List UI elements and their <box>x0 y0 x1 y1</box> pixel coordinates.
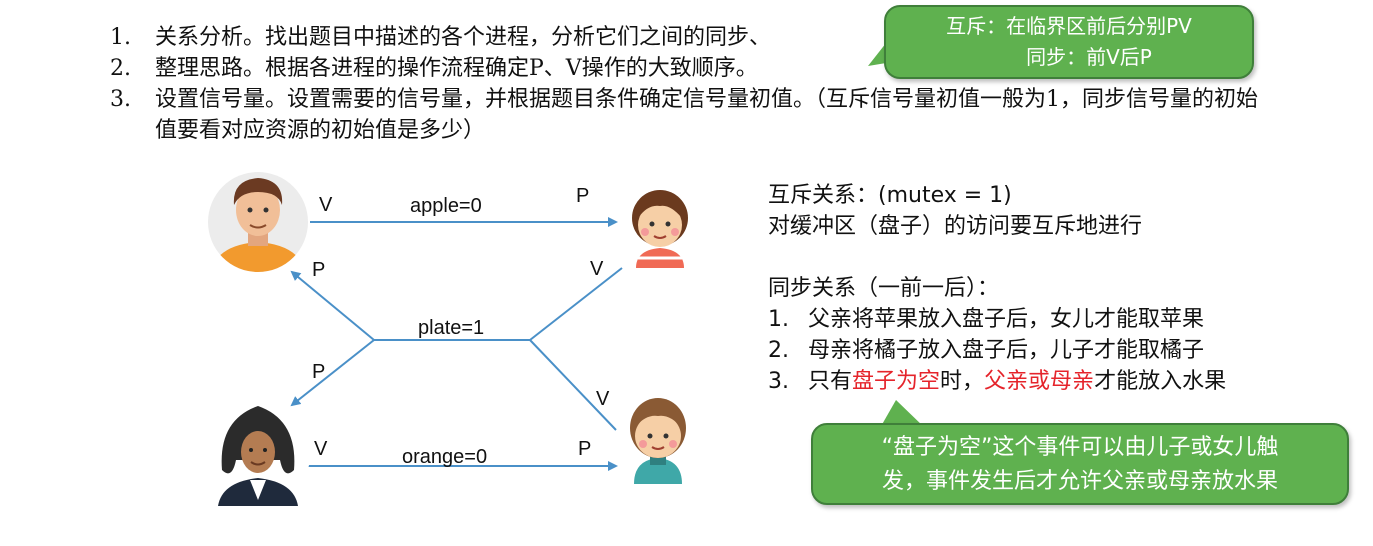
text-span: 时， <box>940 369 985 394</box>
step-3: 3. 设置信号量。设置需要的信号量，并根据题目条件确定信号量初值。（互斥信号量初… <box>110 84 1270 146</box>
step-number: 2. <box>110 56 131 81</box>
step-text: 关系分析。找出题目中描述的各个进程，分析它们之间的同步、 <box>155 25 772 50</box>
son-plate-op: V <box>596 388 610 410</box>
sync-item-text: 母亲将橘子放入盘子后，儿子才能取橘子 <box>808 338 1205 363</box>
step-1: 1. 关系分析。找出题目中描述的各个进程，分析它们之间的同步、 <box>110 22 1270 53</box>
sync-item-number: 1. <box>768 307 789 332</box>
sync-item-text: 父亲将苹果放入盘子后，女儿才能取苹果 <box>808 307 1205 332</box>
callout-tail <box>880 400 925 428</box>
mutex-desc: 对缓冲区（盘子）的访问要互斥地进行 <box>768 214 1143 239</box>
callout-line: 互斥：在临界区前后分别PV <box>946 14 1192 38</box>
father-apple-op: V <box>319 194 333 216</box>
callout-line: “盘子为空”这个事件可以由儿子或女儿触 <box>881 435 1279 460</box>
son-to-plate-line <box>529 339 617 431</box>
steps-list: 1. 关系分析。找出题目中描述的各个进程，分析它们之间的同步、 2. 整理思路。… <box>110 22 1270 146</box>
sync-item: 2. 母亲将橘子放入盘子后，儿子才能取橘子 <box>768 335 1226 366</box>
highlight-plate-empty: 盘子为空 <box>852 369 941 394</box>
text-span: 才能放入水果 <box>1094 369 1227 394</box>
son-orange-op: P <box>578 438 591 460</box>
plate-label: plate=1 <box>418 317 484 339</box>
son-avatar <box>630 398 686 484</box>
text-span: 只有 <box>808 369 853 394</box>
father-plate-op: P <box>312 259 325 281</box>
arrows <box>290 217 623 471</box>
daughter-to-plate-line <box>529 267 623 341</box>
mother-orange-op: V <box>314 438 328 460</box>
pv-rule-callout: 互斥：在临界区前后分别PV 同步：前V后P <box>884 5 1254 79</box>
daughter-apple-op: P <box>576 185 589 207</box>
plate-to-mother-arrow <box>290 339 375 407</box>
sync-item-text: 只有盘子为空时，父亲或母亲才能放入水果 <box>808 366 1226 397</box>
father-avatar <box>208 172 308 272</box>
step-number: 3. <box>110 87 131 112</box>
mutex-title: 互斥关系：(mutex = 1) <box>768 183 1012 208</box>
step-text: 整理思路。根据各进程的操作流程确定P、V操作的大致顺序。 <box>155 56 758 81</box>
apple-label: apple=0 <box>410 195 482 217</box>
orange-label: orange=0 <box>402 446 487 468</box>
sync-item-number: 2. <box>768 338 789 363</box>
sync-item: 1. 父亲将苹果放入盘子后，女儿才能取苹果 <box>768 304 1226 335</box>
sync-item-number: 3. <box>768 369 789 394</box>
step-number: 1. <box>110 25 131 50</box>
plate-to-father-arrow <box>290 270 375 341</box>
sync-item: 3. 只有盘子为空时，父亲或母亲才能放入水果 <box>768 366 1226 397</box>
relations-panel: 互斥关系：(mutex = 1) 对缓冲区（盘子）的访问要互斥地进行 同步关系（… <box>768 180 1226 397</box>
mother-plate-op: P <box>312 361 325 383</box>
sync-title: 同步关系（一前一后）： <box>768 276 1000 301</box>
callout-line: 同步：前V后P <box>1026 45 1152 69</box>
step-text: 设置信号量。设置需要的信号量，并根据题目条件确定信号量初值。（互斥信号量初值一般… <box>155 87 1259 143</box>
highlight-parents: 父亲或母亲 <box>984 369 1095 394</box>
daughter-plate-op: V <box>590 258 604 280</box>
step-2: 2. 整理思路。根据各进程的操作流程确定P、V操作的大致顺序。 <box>110 53 1270 84</box>
daughter-avatar <box>632 190 688 268</box>
plate-empty-callout: “盘子为空”这个事件可以由儿子或女儿触 发，事件发生后才允许父亲或母亲放水果 <box>811 423 1349 505</box>
callout-line: 发，事件发生后才允许父亲或母亲放水果 <box>881 469 1278 494</box>
mother-avatar <box>206 403 310 507</box>
